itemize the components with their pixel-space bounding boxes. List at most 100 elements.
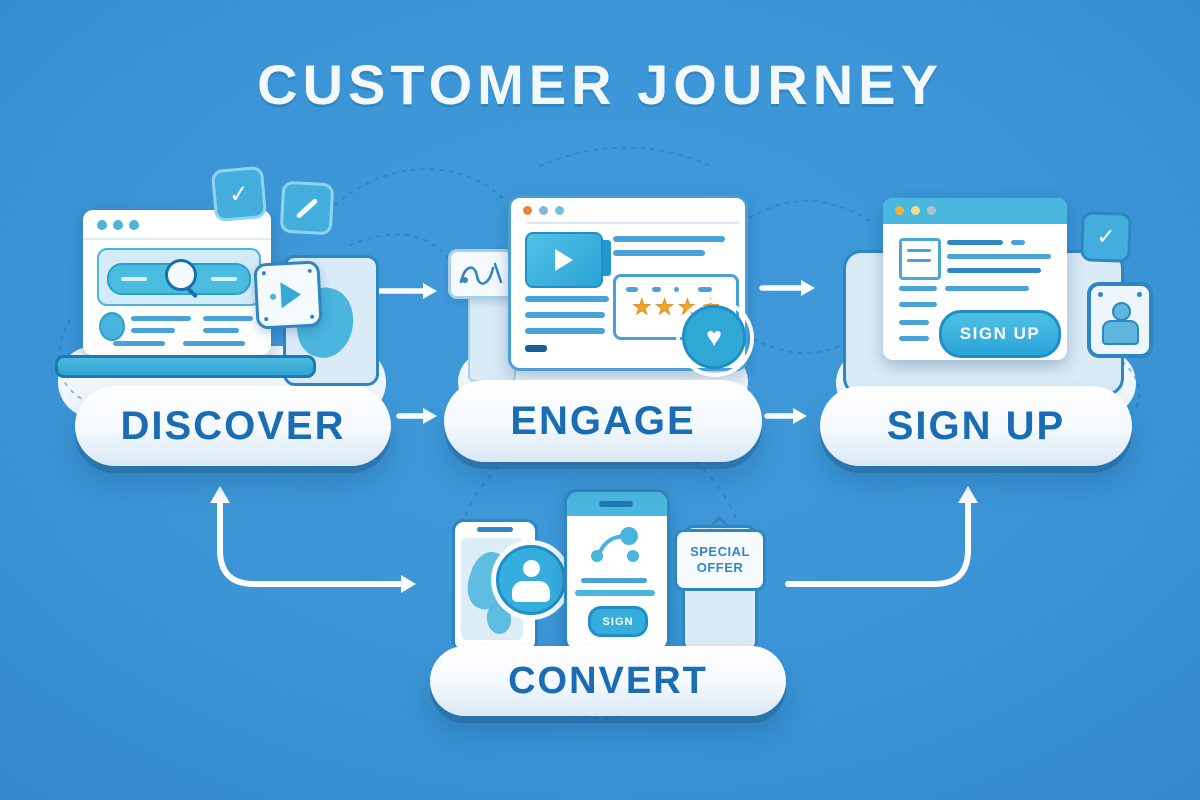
convert-illustration: SIGN SPECIAL OFFER [438, 483, 773, 653]
search-panel [97, 248, 261, 306]
avatar-icon [496, 545, 566, 615]
signup-illustration: SIGN UP ✓ [835, 182, 1170, 397]
arrow-engage-to-signup-illustration [759, 280, 815, 296]
check-badge-icon: ✓ [1080, 211, 1132, 263]
check-badge-icon: ✓ [210, 165, 268, 223]
stage-pill-engage: ENGAGE [444, 380, 762, 462]
star-icon: ★ [632, 296, 656, 320]
signup-window-button: SIGN UP [939, 310, 1061, 358]
stage-pill-convert: CONVERT [430, 646, 786, 716]
convert-phone-button-label: SIGN [602, 615, 634, 628]
window-header [883, 198, 1067, 224]
phone-header [567, 492, 667, 516]
person-body [512, 581, 550, 602]
window-divider [527, 222, 739, 224]
rating-mark [698, 287, 712, 292]
form-line [899, 286, 937, 291]
check-glyph: ✓ [227, 179, 251, 209]
corner-dot [307, 268, 312, 273]
corner-dot [310, 314, 315, 319]
window-dot [113, 220, 123, 230]
phone-notch [599, 501, 633, 507]
stage-label-discover: DISCOVER [120, 403, 346, 448]
stage-label-signup: SIGN UP [886, 403, 1066, 448]
star-icon: ★ [655, 296, 678, 320]
corner-dot [1098, 292, 1103, 297]
signup-browser-window: SIGN UP [883, 198, 1067, 360]
signup-window-button-label: SIGN UP [959, 324, 1041, 343]
special-offer-tag: SPECIAL OFFER [674, 529, 766, 591]
text-line [203, 316, 253, 321]
window-dot [129, 220, 139, 230]
heart-glyph: ♥ [705, 321, 723, 352]
phone-speaker [477, 527, 513, 532]
window-dot [539, 206, 548, 215]
window-dot [927, 206, 936, 215]
text-line [613, 236, 725, 242]
corner-dot [1137, 292, 1142, 297]
play-triangle [280, 281, 302, 309]
scribble-icon [448, 249, 514, 299]
laptop-base [55, 355, 316, 378]
offer-tag-line1: SPECIAL [690, 544, 750, 560]
heart-ring [676, 299, 754, 377]
form-box-line [907, 249, 931, 252]
form-box [899, 238, 941, 280]
elbow-arrow-discover-convert [210, 486, 416, 593]
corner-dot [264, 317, 269, 322]
text-line [525, 312, 605, 318]
text-line [525, 328, 605, 334]
text-line-dark [525, 345, 547, 352]
arrow-discover-to-engage-pill [396, 408, 437, 424]
form-line [899, 336, 929, 341]
discover-illustration: ✓ [55, 160, 400, 395]
form-line [945, 286, 1029, 291]
form-line [947, 240, 1003, 245]
convert-phone-button: SIGN [588, 606, 648, 637]
window-dot [555, 206, 564, 215]
text-line [183, 341, 245, 346]
text-line [131, 328, 175, 333]
accent-dot [269, 293, 277, 300]
form-line [899, 320, 929, 325]
form-line [899, 302, 937, 307]
form-line [947, 268, 1041, 273]
form-box-line [907, 259, 931, 262]
person-head [523, 560, 540, 577]
pencil-badge-icon [279, 180, 335, 236]
window-divider [83, 238, 271, 240]
text-line [113, 341, 165, 346]
stage-pill-signup: SIGN UP [820, 386, 1132, 466]
arrow-engage-to-signup-pill [764, 408, 807, 424]
text-line [575, 590, 655, 596]
stage-pill-discover: DISCOVER [75, 386, 391, 466]
person-body [1102, 320, 1139, 345]
form-line [1011, 240, 1025, 245]
text-line [131, 316, 191, 321]
share-glyph-icon [591, 527, 639, 562]
stage-label-engage: ENGAGE [510, 398, 696, 443]
window-dot [523, 206, 532, 215]
engage-illustration: ★★★★ ♥ [440, 183, 770, 388]
text-line [203, 328, 239, 333]
page-title: CUSTOMER JOURNEY [257, 53, 943, 116]
discover-browser-window [83, 210, 271, 355]
search-bar [107, 259, 251, 299]
play-badge-icon [253, 260, 323, 330]
video-play-icon [555, 249, 573, 271]
user-id-badge-icon [1087, 282, 1153, 358]
search-dash [121, 277, 147, 281]
video-player [525, 232, 603, 288]
search-icon-handle [185, 286, 199, 299]
search-icon [165, 259, 199, 299]
person-head [1112, 302, 1131, 321]
corner-dot [261, 271, 266, 276]
check-glyph: ✓ [1096, 223, 1116, 250]
rating-mark [674, 287, 679, 292]
offer-tag-line2: OFFER [696, 560, 744, 575]
text-line [525, 296, 609, 302]
stage-label-convert: CONVERT [508, 659, 708, 702]
rating-mark [626, 287, 638, 292]
text-line [613, 250, 705, 256]
